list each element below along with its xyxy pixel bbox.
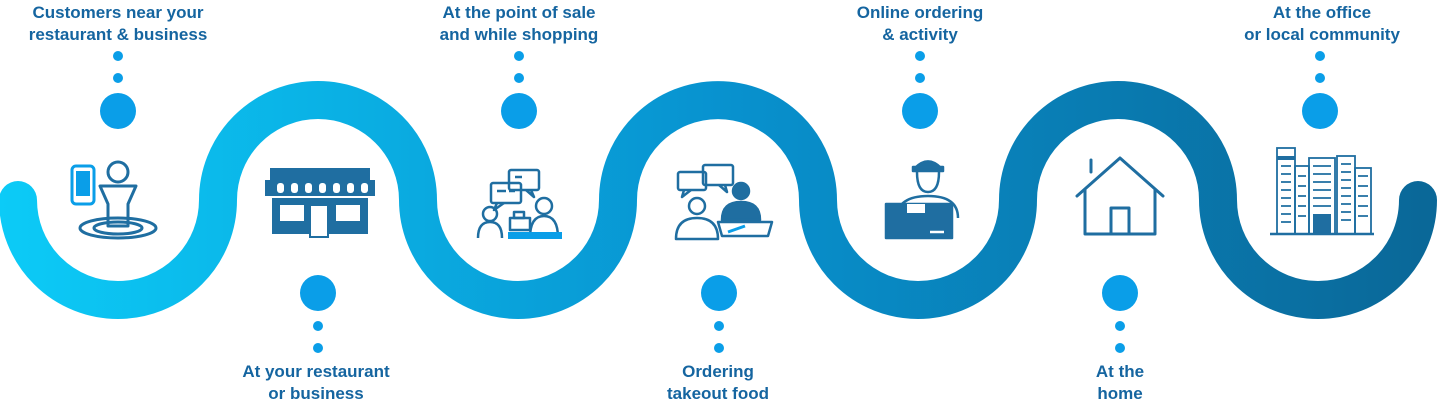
connector-3: [501, 51, 537, 129]
stop-label-5: Online ordering & activity: [856, 3, 984, 44]
connector-5: [902, 51, 938, 129]
stop-label-4: Ordering takeout food: [667, 362, 769, 403]
connector-1: [100, 51, 136, 129]
office-buildings-icon: [1270, 147, 1374, 236]
connector-4: [701, 275, 737, 353]
connectors: [100, 51, 1338, 353]
journey-path: [0, 81, 1437, 319]
connector-2: [300, 275, 336, 353]
house-icon: [1075, 156, 1165, 236]
connector-7: [1302, 51, 1338, 129]
stop-label-3: At the point of sale and while shopping: [439, 3, 599, 44]
location-person-icon: [70, 160, 158, 240]
storefront-icon: [265, 168, 375, 238]
takeout-counter-icon: [674, 163, 774, 241]
stop-label-7: At the office or local community: [1244, 3, 1400, 44]
point-of-sale-icon: [476, 168, 562, 239]
stop-label-6: At the home: [1095, 362, 1145, 403]
stop-label-1: Customers near your restaurant & busines…: [28, 3, 208, 44]
connector-6: [1102, 275, 1138, 353]
stop-label-2: At your restaurant or business: [242, 362, 390, 403]
delivery-person-icon: [884, 160, 960, 240]
